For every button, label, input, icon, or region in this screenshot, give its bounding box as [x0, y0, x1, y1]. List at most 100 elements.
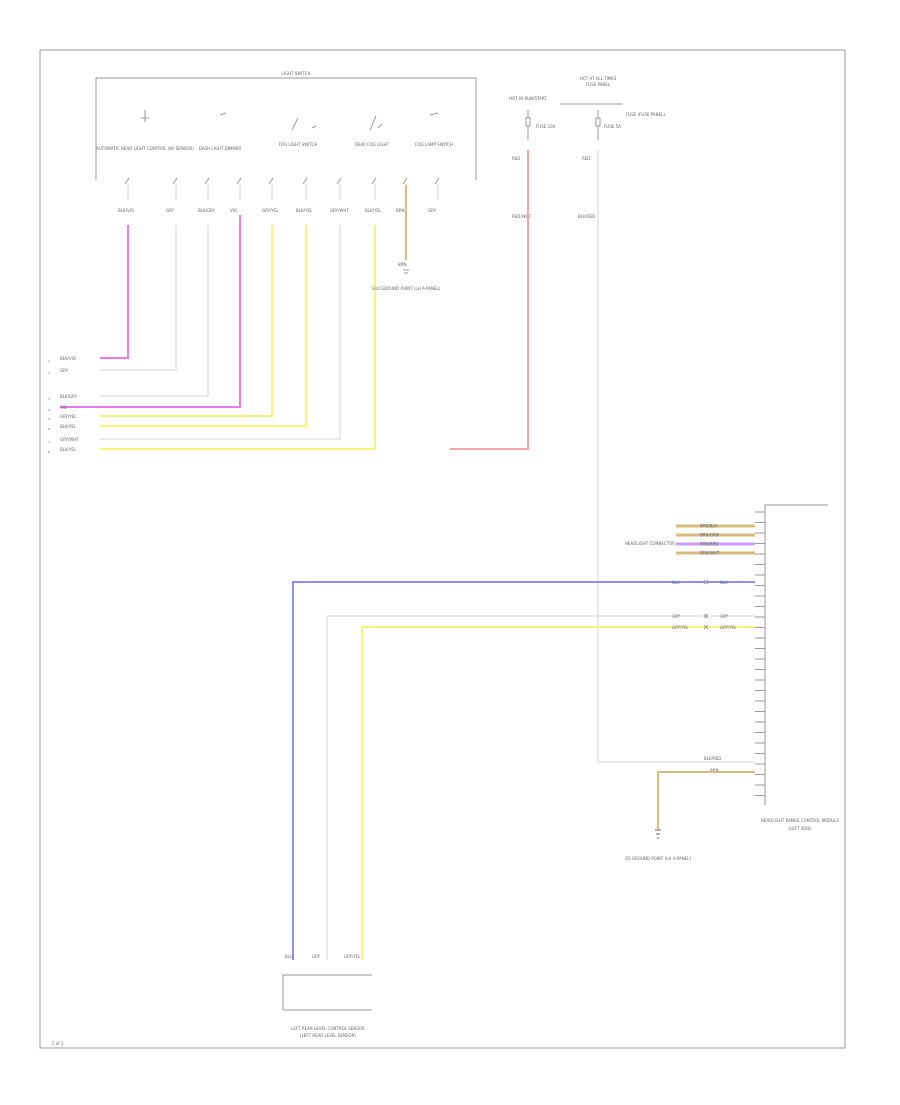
- gry-label-left: GRY: [672, 614, 681, 619]
- bus-wire-label: BLK/GRY: [60, 394, 78, 399]
- bus-wire-label: VIO: [60, 405, 67, 410]
- fuse-5a-label: FUSE 5A: [604, 124, 621, 129]
- switch-pin-mark: [402, 177, 408, 185]
- bus-pin-number: 3: [48, 397, 50, 401]
- hot-run-circuit: HOT IN RUN/START FUSE 10A RED RED/WHT: [450, 96, 556, 450]
- bus-pin-number: 2: [48, 371, 50, 375]
- bus-wire-label: GRY: [60, 368, 69, 373]
- switch-pin-label: BLK/YEL: [365, 208, 382, 213]
- ground-g14: BRN G14 GROUND POINT (LH A-PANEL): [372, 262, 441, 291]
- switch-pin-label: BLK/VIO: [118, 208, 134, 213]
- bus-wire-label: BLK/YEL: [60, 424, 77, 429]
- switch-pin-mark: [268, 177, 274, 185]
- bus-pin-number: 1: [48, 359, 50, 363]
- ground-g5: G5 GROUND POINT (LH A-PANEL): [625, 829, 691, 861]
- sensor-body: [282, 974, 372, 1011]
- switch-pin-label: GRY: [428, 208, 437, 213]
- level-sensor: BLU GRY GRY/YEL LEFT REAR LEVEL CONTROL …: [282, 954, 372, 1038]
- headlight-connector-label: BRN/BLK: [700, 524, 718, 529]
- switch-pin-label: BLK/YEL: [296, 208, 313, 213]
- hot-always-wire-b: BLK/RED: [578, 214, 595, 219]
- switch-pin-label: BLK/GRY: [198, 208, 216, 213]
- wire-blu: [292, 581, 755, 960]
- switch-wires: [60, 185, 439, 450]
- wire-gry-sensor: [326, 615, 755, 960]
- module-connector-wires: BRN/BLK BRN/GRN BRN/RED BRN/WHT: [676, 524, 755, 556]
- rear-fog-label: REAR FOG LIGHT: [355, 142, 389, 147]
- hot-always-subtitle: FUSE PANEL: [586, 82, 611, 87]
- ground-g14-desc: G14 GROUND POINT (LH A-PANEL): [372, 286, 441, 291]
- ground-symbol-icon: [655, 829, 661, 839]
- headlight-connector-label: BRN/RED: [700, 542, 718, 547]
- light-switch: LIGHT SWITCH AUTOMATIC HEAD LIGHT CONTRO…: [95, 71, 477, 213]
- switch-pin-mark: [124, 177, 130, 185]
- fuse-5a-icon: [560, 103, 622, 140]
- hot-run-wire-b: RED/WHT: [512, 214, 532, 219]
- bus-pin-number: 6: [48, 427, 50, 431]
- hot-always-circuit: HOT AT ALL TIMES FUSE PANEL FUSE 5A FUSE…: [560, 76, 755, 763]
- bus-pin-number: 5: [48, 417, 50, 421]
- fog-switch-label: FOG LIGHT SWITCH: [279, 142, 318, 147]
- gryyel-label-right: GRY/YEL: [720, 625, 737, 630]
- fog-lamp-switch-label: FOG LAMP SWITCH: [415, 142, 453, 147]
- auto-sensor-icon: [141, 110, 149, 122]
- switch-pin-mark: [371, 177, 377, 185]
- switch-pin-label: BRN: [396, 208, 405, 213]
- switch-contact-icon: [291, 117, 317, 131]
- fog-lamp-icon: [429, 112, 439, 116]
- headlight-connector-label: BRN/WHT: [700, 551, 720, 556]
- module-name: HEADLIGHT RANGE CONTROL MODULE: [761, 818, 839, 823]
- switch-pin-mark: [434, 177, 440, 185]
- bus-wire-label: GRY/WHT: [60, 437, 79, 442]
- hot-run-title: HOT IN RUN/START: [509, 96, 547, 101]
- sensor-pin-gry: GRY: [312, 954, 321, 959]
- bus-pin-number: 8: [48, 450, 50, 454]
- hot-always-title: HOT AT ALL TIMES: [580, 76, 617, 81]
- module-body: [764, 504, 828, 805]
- bus-pin-number: 7: [48, 440, 50, 444]
- wire-blk-yel-2: [100, 225, 376, 450]
- dash-dimmer-label: DASH LIGHT DIMMER: [199, 146, 241, 151]
- switch-pin-label: GRY: [166, 208, 175, 213]
- wire-blk-red: [597, 150, 755, 763]
- ground-g14-wire-label: BRN: [398, 262, 407, 267]
- wire-blk-yel: [100, 225, 307, 427]
- auto-control-label: AUTOMATIC HEAD LIGHT CONTROL (W/ SENSOR): [96, 146, 194, 151]
- bus-pin-number: 4: [48, 408, 50, 412]
- sensor-wires: [292, 581, 755, 960]
- page-reference: 2 of 2: [52, 1041, 64, 1046]
- headlight-connector-label: BRN/GRN: [700, 533, 719, 538]
- switch-symbols: [141, 110, 439, 131]
- switch-pin-label: GRY/YEL: [262, 208, 279, 213]
- switch-pin-label: VIO: [230, 208, 237, 213]
- range-control-module: HEADLIGHT CONNECTOR BRN/BLK BRN/GRN BRN/RE…: [625, 504, 839, 831]
- hot-run-wire-a: RED: [512, 156, 520, 161]
- switch-contact-icon: [369, 115, 383, 131]
- dimmer-icon: [219, 112, 227, 116]
- module-pin-group: [755, 511, 765, 796]
- sensor-pin-blu: BLU: [285, 954, 293, 959]
- light-switch-bracket: [95, 77, 477, 180]
- bus-wire-label: BLK/YEL: [60, 447, 77, 452]
- module-connector-note: HEADLIGHT CONNECTOR: [625, 541, 675, 546]
- diagram-border: [39, 49, 846, 1049]
- ground-symbol-icon: [403, 269, 409, 274]
- module-power-label: BLK/RED: [704, 756, 721, 761]
- sensor-pin-gryyel: GRY/YEL: [344, 954, 361, 959]
- gry-label-right: GRY: [720, 614, 729, 619]
- wire-gry: [100, 225, 177, 371]
- fuse-10a-label: FUSE 10A: [536, 124, 556, 129]
- blu-label-left: BLU: [672, 580, 680, 585]
- connector-mark-icon: [703, 579, 709, 630]
- gryyel-label-left: GRY/YEL: [672, 625, 689, 630]
- switch-pin-mark: [172, 177, 178, 185]
- module-wire-labels: BLU BLU GRY GRY GRY/YEL GRY/YEL: [672, 579, 737, 630]
- wire-gry-yel-sensor: [361, 626, 755, 960]
- wire-vio: [60, 215, 241, 408]
- blu-label-right: BLU: [720, 580, 728, 585]
- switch-pin-mark: [302, 177, 308, 185]
- fuse-10a-icon: [525, 110, 531, 140]
